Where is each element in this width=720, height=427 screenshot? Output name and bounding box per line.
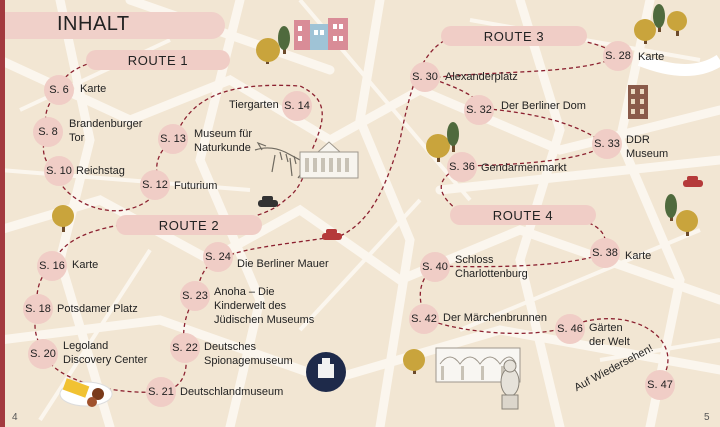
car-icon — [258, 196, 278, 207]
page-badge: S. 14 — [282, 91, 312, 121]
page-badge: S. 32 — [464, 95, 494, 125]
building-icon — [294, 18, 348, 50]
page-badge: S. 13 — [158, 124, 188, 154]
tree-icon — [634, 4, 687, 44]
entry-label: Gendarmenmarkt — [481, 162, 567, 174]
entry-label: Karte — [72, 259, 99, 271]
entry-label: Museum für Naturkunde — [194, 128, 253, 154]
tree-icon — [256, 26, 290, 64]
page-badge: S. 18 — [23, 294, 53, 324]
entry-label: Der Berliner Dom — [501, 100, 586, 112]
entry-label: Gärten der Welt — [589, 322, 630, 348]
route4-heading: ROUTE 4 — [450, 205, 596, 225]
entry-label: Schloss Charlottenburg — [455, 254, 528, 280]
page-number-right: 5 — [704, 412, 710, 423]
title-bar — [5, 12, 225, 39]
tree-icon — [665, 194, 698, 236]
museum-building-icon — [299, 141, 359, 179]
page-badge: S. 40 — [420, 252, 450, 282]
museum-building-icon — [628, 85, 648, 119]
tree-icon — [52, 205, 74, 232]
page-badge: S. 8 — [33, 117, 63, 147]
page-badge: S. 20 — [28, 339, 58, 369]
entry-label: Legoland Discovery Center — [63, 340, 148, 366]
entry-label: Tiergarten — [229, 99, 279, 111]
page-badge: S. 28 — [603, 41, 633, 71]
bear-statue-icon — [500, 359, 520, 410]
page-number-left: 4 — [12, 412, 18, 423]
page-badge: S. 47 — [645, 370, 675, 400]
page-badge: S. 33 — [592, 129, 622, 159]
page-badge: S. 16 — [37, 251, 67, 281]
route2-heading: ROUTE 2 — [116, 215, 262, 235]
page-badge: S. 6 — [44, 75, 74, 105]
tree-icon — [426, 122, 459, 162]
page-badge: S. 22 — [170, 333, 200, 363]
entry-label: Karte — [80, 83, 107, 95]
car-icon — [322, 229, 342, 240]
page-title: INHALT — [57, 13, 130, 35]
entry-label: Der Märchenbrunnen — [443, 312, 547, 324]
car-icon — [683, 176, 703, 187]
bratwurst-icon — [59, 378, 113, 407]
page-badge: S. 42 — [409, 304, 439, 334]
entry-label: Karte — [638, 51, 665, 63]
entry-label: DDR Museum — [626, 134, 669, 160]
page-badge: S. 12 — [140, 170, 170, 200]
page-badge: S. 24 — [203, 242, 233, 272]
page-badge: S. 46 — [555, 314, 585, 344]
page-badge: S. 21 — [146, 377, 176, 407]
entry-label: Anoha – Die Kinderwelt des Jüdischen Mus… — [214, 286, 315, 326]
route1-heading: ROUTE 1 — [86, 50, 230, 70]
route3-heading: ROUTE 3 — [441, 26, 587, 46]
entry-label: Brandenburger Tor — [69, 118, 143, 144]
entry-label: Potsdamer Platz — [57, 303, 138, 315]
entry-label: Deutsches Spionagemuseum — [204, 341, 293, 367]
entry-label: Reichstag — [76, 165, 125, 177]
entry-label: Deutschlandmuseum — [180, 386, 284, 398]
page-badge: S. 23 — [180, 281, 210, 311]
entry-label: Karte — [625, 250, 652, 262]
entry-label: Futurium — [174, 180, 218, 192]
page-badge: S. 38 — [590, 238, 620, 268]
route3-line — [429, 37, 622, 213]
entry-label: Alexanderplatz — [445, 71, 518, 83]
entry-label: Die Berliner Mauer — [237, 258, 329, 270]
page-badge: S. 36 — [447, 152, 477, 182]
page-badge: S. 10 — [44, 156, 74, 186]
book-binding-strip — [0, 0, 5, 427]
page-badge: S. 30 — [410, 62, 440, 92]
tree-icon — [403, 349, 425, 374]
flamingo-sign-icon — [306, 352, 346, 392]
